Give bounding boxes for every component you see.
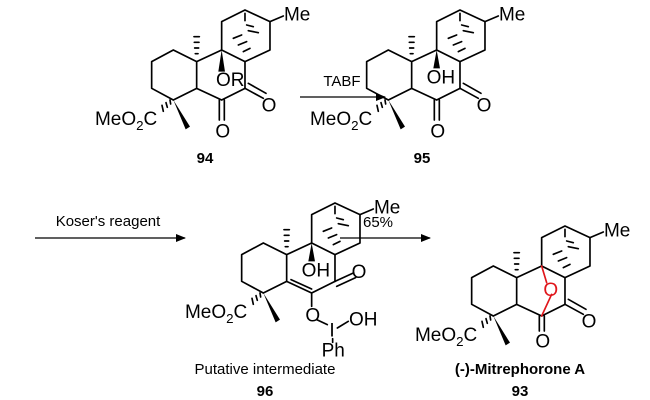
reagent-koser: Koser's reagent [56, 213, 161, 230]
ester-label: MeO2C [185, 302, 247, 326]
iodine-hydroxyl-label: OH [349, 310, 377, 331]
ketone-oxygen: O [262, 96, 277, 117]
hydroxyl-label: OH [427, 67, 455, 88]
ester-label: MeO2C [95, 109, 157, 133]
ketone-oxygen: O [477, 96, 492, 117]
methyl-label: Me [284, 5, 310, 26]
ketone-oxygen: O [215, 121, 230, 142]
methyl-label: Me [604, 221, 630, 242]
or-group-label: OR [216, 70, 244, 91]
compound-number-94: 94 [197, 150, 214, 167]
ester-label: MeO2C [310, 109, 372, 133]
iodine-label: I [329, 320, 334, 341]
compound-95: Me OH O O MeO2C [310, 5, 525, 143]
compound-93: O Me O O MeO2C [415, 221, 630, 353]
ketone-oxygen: O [535, 332, 550, 353]
reagent-tabf: TABF [323, 73, 360, 90]
compound-number-95: 95 [414, 150, 431, 167]
intermediate-caption: Putative intermediate [195, 361, 336, 378]
compound-number-96: 96 [257, 383, 274, 400]
compound-number-93: 93 [512, 383, 529, 400]
product-name: (-)-Mitrephorone A [455, 361, 585, 378]
reaction-yield: 65% [363, 214, 393, 231]
methyl-label: Me [499, 5, 525, 26]
methyl-label: Me [374, 198, 400, 219]
enol-oxygen: O [305, 305, 320, 326]
compound-96: Me OH O O I OH Ph MeO2C [185, 198, 400, 362]
ester-label: MeO2C [415, 325, 477, 349]
compound-94: Me OR O O MeO2C [95, 5, 310, 143]
ether-bridge-oxygen: O [543, 280, 558, 301]
phenyl-label: Ph [322, 340, 345, 361]
ketone-oxygen: O [582, 312, 597, 333]
ketone-oxygen: O [430, 121, 445, 142]
hydroxyl-label: OH [302, 260, 330, 281]
ketone-oxygen: O [352, 262, 367, 283]
